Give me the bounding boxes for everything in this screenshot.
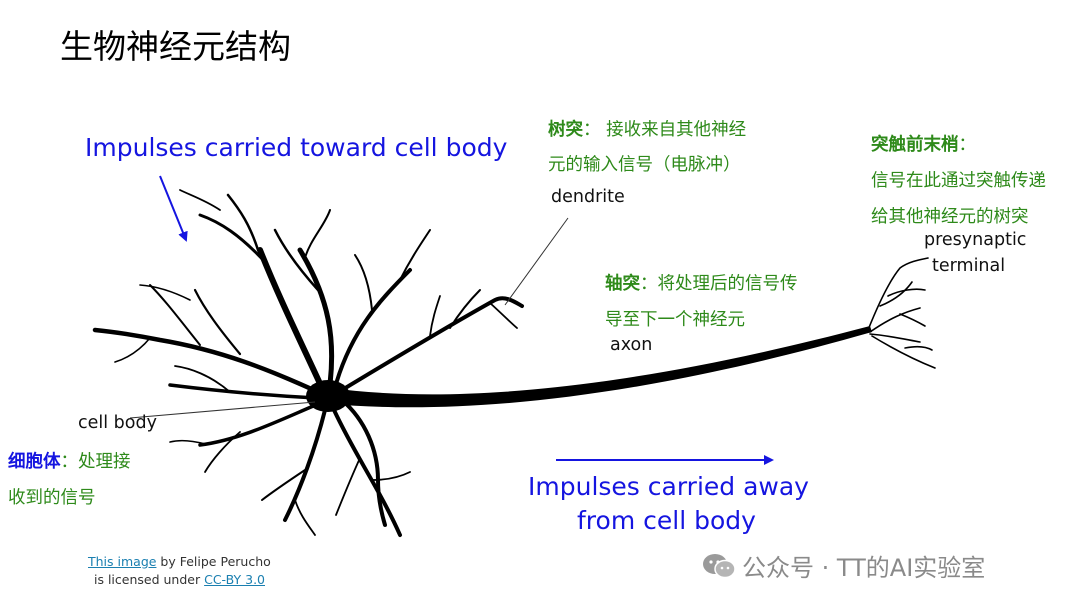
impulses-toward-label: Impulses carried toward cell body [85, 133, 508, 162]
credit-line2: is licensed under CC-BY 3.0 [94, 572, 265, 587]
presynaptic-terminals [867, 257, 936, 369]
cell-body-label: cell body [78, 413, 157, 433]
credit-line1: This image by Felipe Perucho [88, 554, 271, 569]
terminal-sep: ： [958, 135, 977, 155]
dendrite-term: 树突 [548, 120, 583, 140]
cell-body-annotation-line1: 细胞体：处理接 [8, 448, 131, 473]
cell-body-desc-line1: 处理接 [78, 452, 131, 472]
cell-body-desc-line2: 收到的信号 [8, 488, 96, 508]
axon-shape [330, 326, 872, 408]
page-title: 生物神经元结构 [60, 27, 291, 66]
dendrite-annotation-line1: 树突： 接收来自其他神经 [548, 116, 746, 141]
axon-sep: ： [640, 274, 658, 294]
image-source-link[interactable]: This image [88, 554, 157, 569]
terminal-label-line2: terminal [932, 256, 1006, 276]
terminal-annotation-line1: 突触前末梢： [871, 131, 976, 156]
axon-label: axon [610, 335, 653, 355]
arrow-toward-cell-body [159, 175, 188, 242]
dendrite-desc-line2: 元的输入信号（电脉冲） [548, 155, 741, 175]
credit-license-text: is licensed under [94, 572, 205, 587]
axon-term: 轴突 [605, 274, 640, 294]
axon-desc-line1: 将处理后的信号传 [657, 274, 798, 294]
axon-desc-line2: 导至下一个神经元 [605, 310, 745, 330]
impulses-away-label-line1: Impulses carried away [528, 472, 809, 501]
watermark-text: 公众号 · TT的AI实验室 [742, 554, 986, 582]
cell-body-sep: ： [60, 452, 79, 472]
cell-body-term: 细胞体 [8, 452, 61, 472]
wechat-icon [703, 554, 736, 579]
dendrite-sep: ： [583, 120, 601, 140]
dendrite-pointer [504, 217, 569, 306]
license-link[interactable]: CC-BY 3.0 [204, 572, 265, 587]
credit-author: by Felipe Perucho [156, 554, 271, 569]
terminal-label-line1: presynaptic [924, 230, 1027, 250]
cell-body-pointer [129, 401, 316, 419]
terminal-desc-line2: 给其他神经元的树突 [871, 207, 1029, 227]
terminal-desc-line1: 信号在此通过突触传递 [871, 171, 1046, 191]
axon-annotation-line1: 轴突：将处理后的信号传 [605, 270, 798, 295]
dendrite-desc-line1: 接收来自其他神经 [606, 120, 747, 140]
terminal-term: 突触前末梢 [871, 135, 959, 155]
dendrite-label: dendrite [551, 187, 625, 207]
impulses-away-label-line2: from cell body [577, 506, 756, 535]
dendrites [92, 189, 524, 537]
